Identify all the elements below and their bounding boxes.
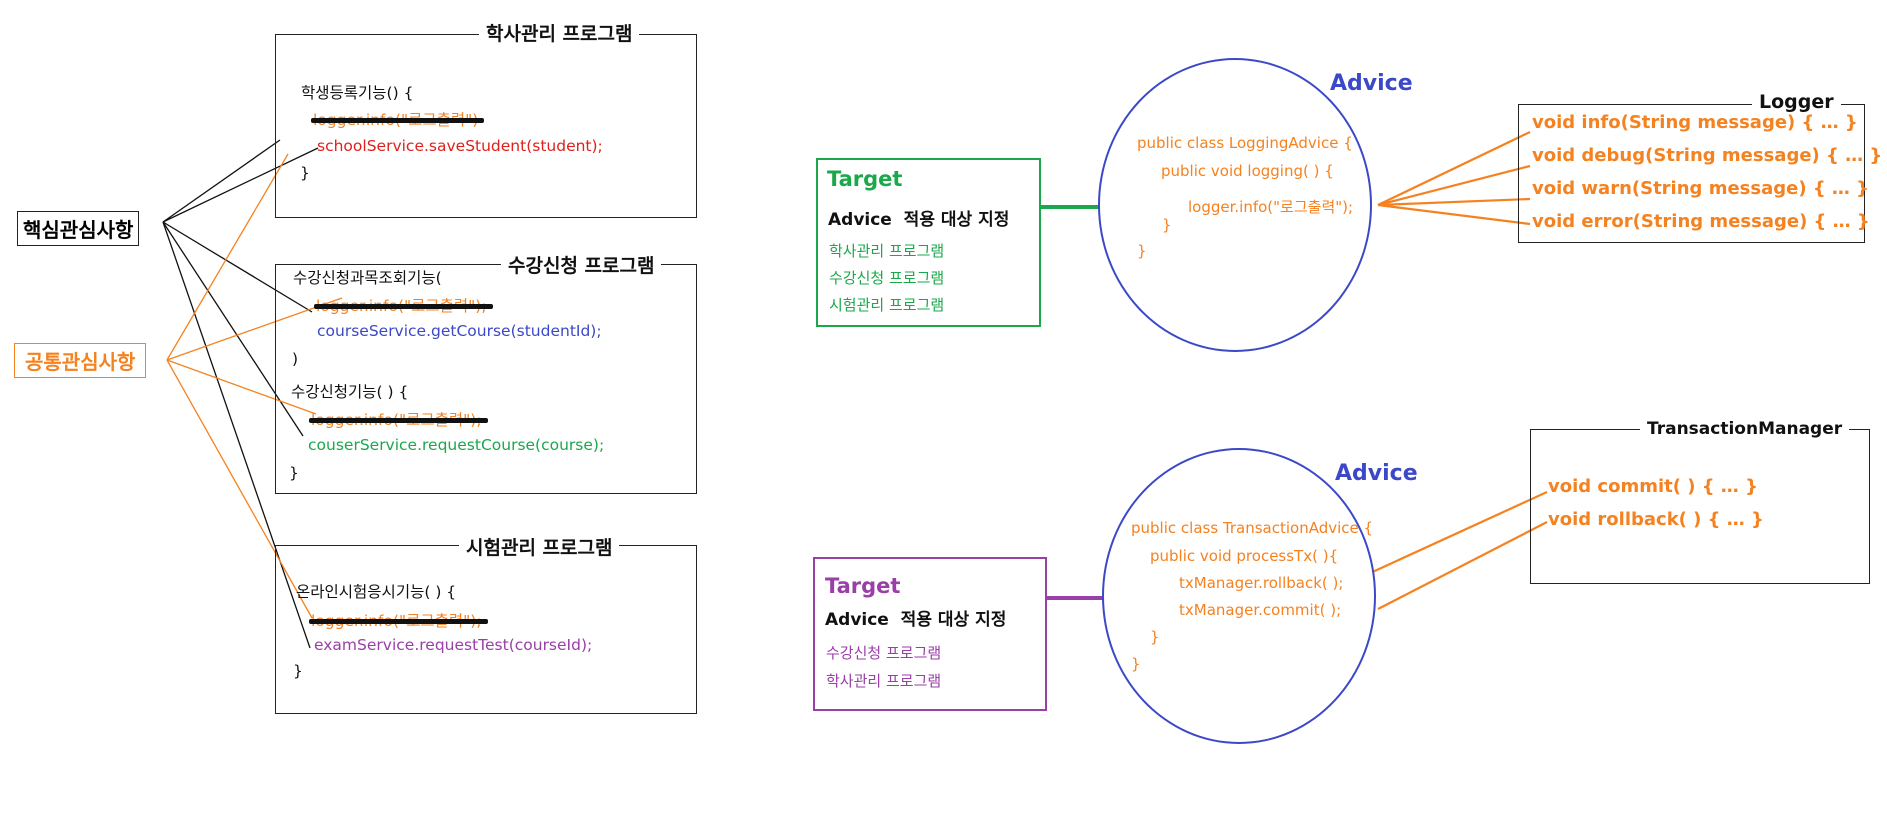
strikethrough-log-line: logger.info("로그출력"); <box>311 612 482 630</box>
advice-code-line: public class TransactionAdvice { <box>1131 519 1374 537</box>
code-line: 수강신청기능( ) { <box>291 383 409 401</box>
target-item: 시험관리 프로그램 <box>829 296 945 314</box>
common-concern-label: 공통관심사항 <box>14 343 147 378</box>
advice-code-line: txManager.rollback( ); <box>1179 574 1344 592</box>
common-concern-connectors <box>166 153 343 619</box>
code-line: } <box>293 662 303 680</box>
core-code-line: couserService.requestCourse(course); <box>308 436 605 454</box>
logger-connectors <box>1377 131 1531 226</box>
logger-box <box>1518 104 1865 243</box>
strikethrough-log-line: logger.info("로그출력"); <box>311 411 482 429</box>
advice-code-line: } <box>1131 655 1141 673</box>
target-subtitle: Advice 적용 대상 지정 <box>828 210 1010 230</box>
tx-manager-box <box>1530 429 1870 584</box>
target-item: 수강신청 프로그램 <box>829 269 945 287</box>
advice-code-line: logger.info("로그출력"); <box>1188 198 1354 216</box>
code-line: } <box>300 164 310 182</box>
tx-method: void commit( ) { … } <box>1548 476 1758 497</box>
code-line: 온라인시험응시기능( ) { <box>296 583 457 601</box>
advice-code-line: } <box>1162 216 1172 234</box>
tx-method: void rollback( ) { … } <box>1548 509 1764 530</box>
core-code-line: schoolService.saveStudent(student); <box>317 137 603 155</box>
core-code-line: examService.requestTest(courseId); <box>314 636 593 654</box>
tx-connectors <box>1354 491 1548 610</box>
advice-code-line: } <box>1137 242 1147 260</box>
advice-label: Advice <box>1335 461 1418 486</box>
logger-method: void debug(String message) { … } <box>1532 145 1883 166</box>
advice-circle-logging <box>1098 58 1372 352</box>
target-title: Target <box>825 574 901 598</box>
target-subtitle: Advice 적용 대상 지정 <box>825 610 1007 630</box>
program-box-course <box>275 264 697 494</box>
target-title: Target <box>827 167 903 191</box>
logger-method: void warn(String message) { … } <box>1532 178 1869 199</box>
target-box-logging <box>816 158 1041 327</box>
strikethrough-log-line: logger.info("로그출력") <box>313 111 479 129</box>
advice-code-line: public void logging( ) { <box>1161 162 1334 180</box>
strikethrough-log-line: logger.info("로그출력"); <box>316 297 487 315</box>
code-line: ) <box>292 350 299 368</box>
target-box-transaction <box>813 557 1047 711</box>
code-line: 수강신청과목조회기능( <box>293 269 442 287</box>
advice-circle-transaction <box>1102 448 1376 744</box>
advice-code-line: } <box>1150 628 1160 646</box>
logger-method: void info(String message) { … } <box>1532 112 1858 133</box>
advice-code-line: public void processTx( ){ <box>1150 547 1339 565</box>
logger-method: void error(String message) { … } <box>1532 211 1870 232</box>
core-concern-label: 핵심관심사항 <box>17 211 140 246</box>
logger-title: Logger <box>1752 91 1841 113</box>
program-title-course: 수강신청 프로그램 <box>501 251 662 278</box>
target-item: 학사관리 프로그램 <box>826 672 942 690</box>
advice-label: Advice <box>1330 71 1413 96</box>
target-item: 수강신청 프로그램 <box>826 644 942 662</box>
advice-code-line: txManager.commit( ); <box>1179 601 1342 619</box>
code-line: } <box>289 464 299 482</box>
code-line: 학생등록기능() { <box>301 84 414 102</box>
program-title-exam: 시험관리 프로그램 <box>459 533 620 560</box>
advice-code-line: public class LoggingAdvice { <box>1137 134 1353 152</box>
target-item: 학사관리 프로그램 <box>829 242 945 260</box>
tx-manager-title: TransactionManager <box>1640 419 1850 439</box>
core-code-line: courseService.getCourse(studentId); <box>317 322 602 340</box>
program-title-school: 학사관리 프로그램 <box>479 19 640 46</box>
